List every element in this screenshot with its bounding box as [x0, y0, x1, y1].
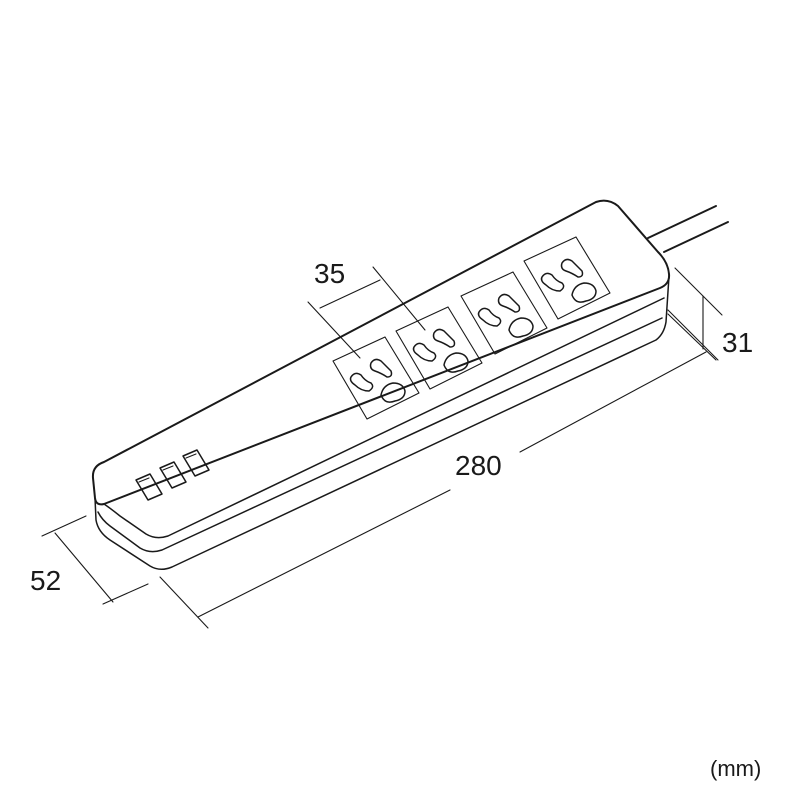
dimension-label-length: 280: [455, 450, 502, 481]
dimension-label-outlet-pitch: 35: [314, 258, 345, 289]
dimension-label-width: 52: [30, 565, 61, 596]
dimension-label-height: 31: [722, 327, 753, 358]
usb-port-icon: [135, 473, 163, 501]
dimension-height: [667, 267, 723, 361]
strip-body: [91, 199, 671, 570]
outlet-icon: [523, 236, 611, 320]
outlet-icon: [395, 306, 483, 390]
unit-label: (mm): [710, 756, 761, 781]
usb-port-icon: [182, 449, 210, 477]
usb-ports: [135, 449, 210, 501]
usb-port-icon: [159, 461, 187, 489]
dimension-length: [159, 309, 719, 629]
dimension-outlet-pitch: [307, 266, 426, 359]
outlet-icon: [332, 336, 420, 420]
power-cable: [647, 205, 729, 253]
outlet-icon: [460, 271, 548, 355]
dimension-width: [41, 515, 149, 605]
ac-outlets: [332, 236, 611, 420]
